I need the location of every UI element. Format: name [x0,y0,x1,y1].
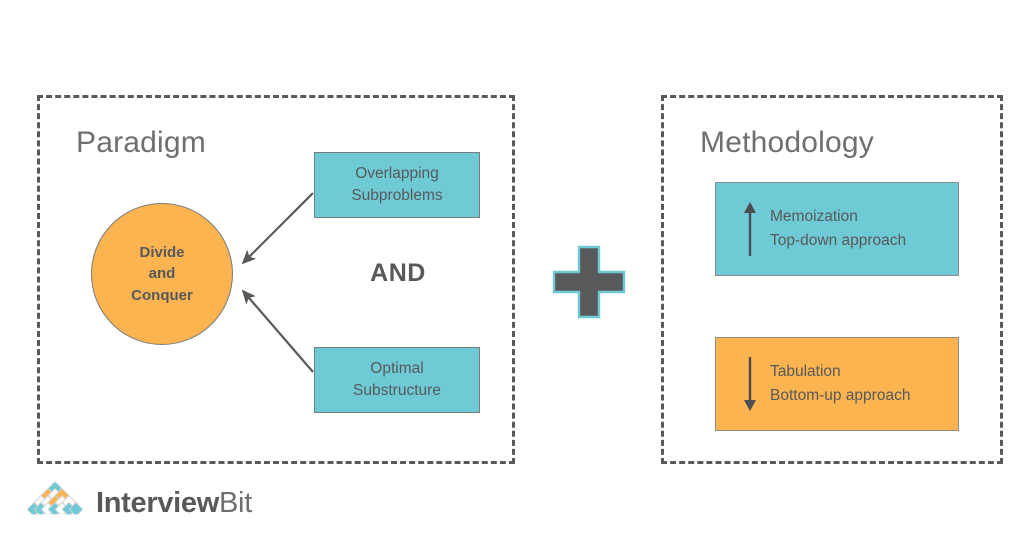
interviewbit-logo: InterviewBit [27,482,252,524]
overlapping-subproblems-line-1: Overlapping [355,164,439,182]
arrow-down-icon [730,355,770,413]
tabulation-line-1: Tabulation [770,363,841,381]
and-connector-label: AND [370,259,426,287]
optimal-substructure-box: Optimal Substructure [314,347,480,413]
plus-icon [552,245,626,319]
memoization-line-1: Memoization [770,208,858,226]
divide-and-conquer-line-1: Divide [139,244,185,262]
diamond-grid-icon [27,482,83,524]
logo-bit-text: Bit [219,486,252,519]
tabulation-line-2: Bottom-up approach [770,387,911,404]
optimal-substructure-line-2: Substructure [353,382,441,399]
plus-operator [552,245,626,319]
logo-interview-text: Interview [96,486,220,519]
divide-and-conquer-node: Divide and Conquer [91,203,233,345]
overlapping-subproblems-line-2: Subproblems [351,187,443,204]
arrow-up-icon [730,200,770,258]
overlapping-subproblems-box: Overlapping Subproblems [314,152,480,218]
optimal-substructure-line-1: Optimal [370,359,424,377]
methodology-panel-title: Methodology [700,126,874,159]
tabulation-box: Tabulation Bottom-up approach [715,337,959,431]
memoization-line-2: Top-down approach [770,232,907,249]
memoization-box: Memoization Top-down approach [715,182,959,276]
interviewbit-wordmark: InterviewBit [96,487,252,520]
paradigm-panel-title: Paradigm [76,126,206,159]
methodology-panel: Methodology [661,95,1003,464]
divide-and-conquer-line-3: Conquer [131,286,193,304]
divide-and-conquer-line-2: and [148,265,176,283]
memoization-text: Memoization Top-down approach [770,205,906,252]
paradigm-panel: Paradigm [37,95,515,464]
tabulation-text: Tabulation Bottom-up approach [770,360,910,407]
